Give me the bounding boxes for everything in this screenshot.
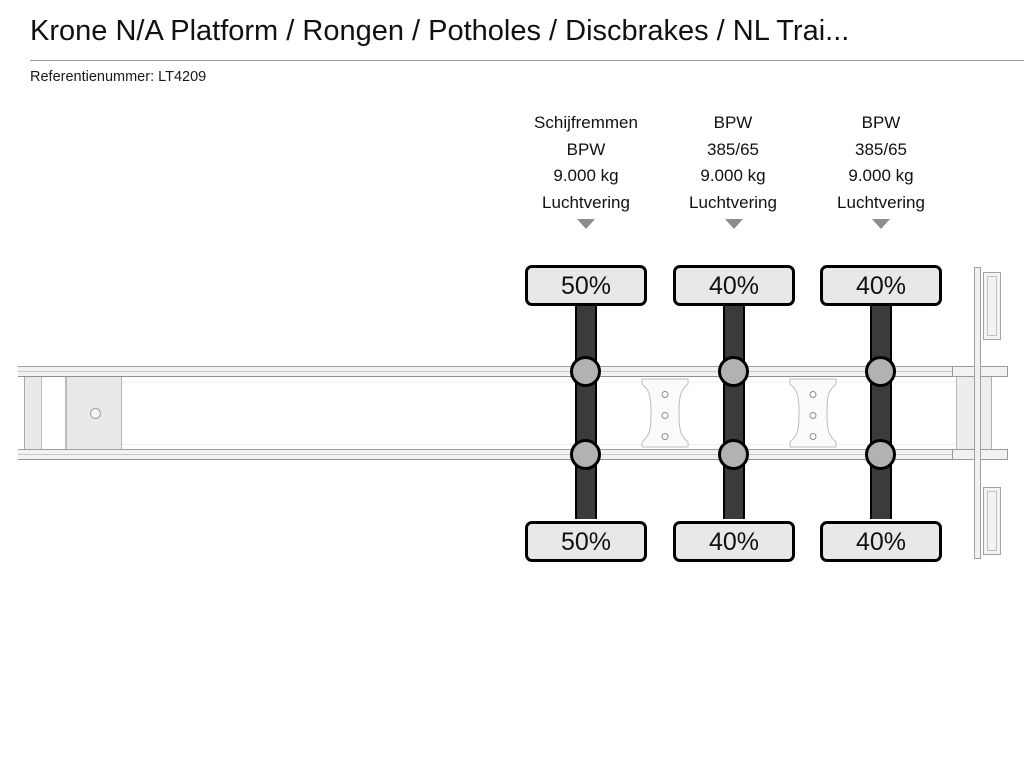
- reference-number-line: Referentienummer:LT4209: [30, 68, 206, 87]
- axle-1-spec-line-1: Schijfremmen: [534, 113, 638, 132]
- axle-2-caret-icon: [725, 219, 743, 229]
- rear-light-top: [983, 272, 1001, 340]
- reference-number-value: LT4209: [158, 69, 207, 85]
- bracket-hole: [809, 412, 817, 419]
- front-end-cap: [24, 377, 42, 449]
- axle-1-caret-icon: [577, 219, 595, 229]
- axle-1-tyre-badge-bottom[interactable]: 50%: [525, 521, 647, 562]
- rear-light-top-inner: [987, 276, 997, 336]
- chassis-rail-top-inner-line: [18, 371, 1008, 372]
- axle-1-spec-line-3: 9.000 kg: [553, 166, 619, 185]
- axle-1-spec: Schijfremmen BPW 9.000 kg Luchtvering: [496, 110, 676, 216]
- axle-1-hub-right: [570, 439, 601, 470]
- axle-2-spec-line-3: 9.000 kg: [700, 166, 766, 185]
- suspension-bracket-1: [634, 378, 696, 448]
- axle-3-hub-left: [865, 356, 896, 387]
- rear-light-bottom: [983, 487, 1001, 555]
- rear-light-bottom-inner: [987, 491, 997, 551]
- axle-3-spec: BPW 385/65 9.000 kg Luchtvering: [791, 110, 971, 216]
- rear-vertical-post: [974, 267, 981, 559]
- axle-1-hub-left: [570, 356, 601, 387]
- title-divider: [30, 60, 1024, 61]
- axle-3-caret-icon: [872, 219, 890, 229]
- bracket-hole: [809, 433, 817, 440]
- axle-2-spec-line-4: Luchtvering: [689, 192, 777, 212]
- axle-3-spec-line-3: 9.000 kg: [848, 166, 914, 185]
- front-gap-section: [42, 377, 66, 449]
- bracket-hole: [809, 391, 817, 398]
- kingpin-hole-icon: [90, 408, 101, 419]
- axle-2-tyre-badge-bottom[interactable]: 40%: [673, 521, 795, 562]
- bracket-hole: [661, 433, 669, 440]
- axle-3-bar: [870, 303, 892, 519]
- suspension-bracket-2: [782, 378, 844, 448]
- axle-2-hub-right: [718, 439, 749, 470]
- axle-3-spec-line-4: Luchtvering: [837, 192, 925, 212]
- axle-3-tyre-badge-bottom[interactable]: 40%: [820, 521, 942, 562]
- deck-guide-line-bottom: [122, 444, 956, 445]
- axle-3-spec-line-2: 385/65: [855, 139, 907, 159]
- axle-1-bar: [575, 303, 597, 519]
- axle-2-spec-line-2: 385/65: [707, 139, 759, 159]
- axle-3-hub-right: [865, 439, 896, 470]
- header: Krone N/A Platform / Rongen / Potholes /…: [0, 0, 1024, 94]
- axle-1-tyre-badge-top[interactable]: 50%: [525, 265, 647, 306]
- page-title: Krone N/A Platform / Rongen / Potholes /…: [30, 15, 850, 47]
- axle-1-spec-line-2: BPW: [566, 139, 606, 159]
- axle-2-spec: BPW 385/65 9.000 kg Luchtvering: [643, 110, 823, 216]
- axle-1-spec-line-4: Luchtvering: [542, 192, 630, 212]
- chassis-deck: [18, 377, 1008, 449]
- axle-2-bar: [723, 303, 745, 519]
- axle-3-spec-line-1: BPW: [861, 113, 901, 132]
- axle-3-tyre-badge-top[interactable]: 40%: [820, 265, 942, 306]
- axle-2-tyre-badge-top[interactable]: 40%: [673, 265, 795, 306]
- bracket-hole: [661, 412, 669, 419]
- bracket-holes: [809, 391, 817, 454]
- deck-guide-line-top: [122, 382, 956, 383]
- bracket-holes: [661, 391, 669, 454]
- chassis-rail-bottom-inner-line: [18, 454, 1008, 455]
- axle-2-spec-line-1: BPW: [713, 113, 753, 132]
- reference-number-label: Referentienummer:: [30, 69, 155, 85]
- axle-2-hub-left: [718, 356, 749, 387]
- bracket-hole: [661, 391, 669, 398]
